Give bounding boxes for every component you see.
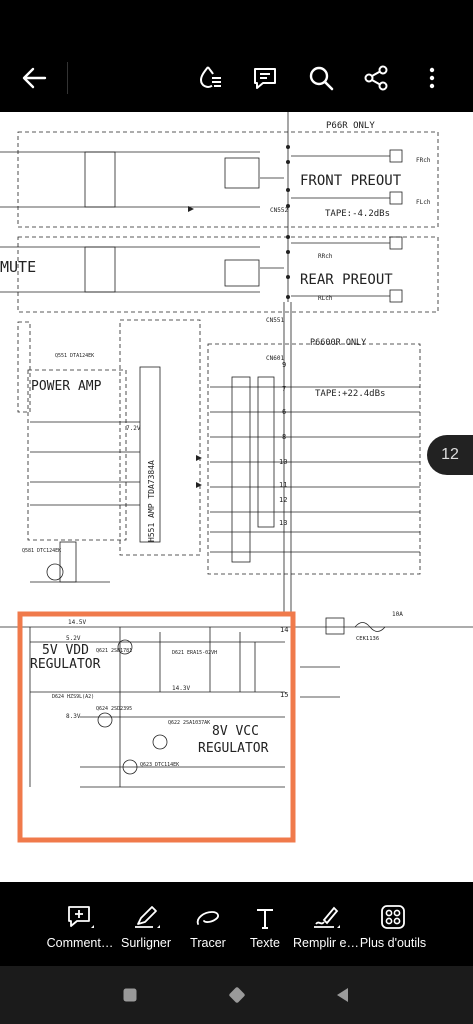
label-cn551: CN551 (266, 317, 284, 324)
top-toolbar (0, 44, 473, 112)
label-power-amp: POWER AMP (31, 379, 102, 394)
svg-text:10: 10 (279, 458, 287, 466)
toolbar-divider (67, 62, 68, 94)
label-q581: Q581 DTC124EK (22, 548, 61, 554)
label-q551: Q551 DTA124EK (55, 353, 94, 359)
svg-text:15: 15 (280, 691, 288, 699)
label-flch: FLch (416, 199, 431, 206)
tool-highlight[interactable]: Surligner (108, 900, 184, 960)
label-front-preout: FRONT PREOUT (300, 173, 402, 189)
schematic-drawing: P66R ONLY FRONT PREOUT TAPE:-4.2dBs MUTE… (0, 112, 473, 843)
label-fuse-10a: 10A (392, 611, 403, 618)
svg-text:8: 8 (282, 433, 286, 441)
label-5v-vdd: 5V VDD (42, 643, 89, 658)
label-q624: Q624 2SD2395 (96, 706, 132, 712)
home-icon[interactable] (217, 980, 257, 1010)
tool-label: Comment… (46, 936, 114, 950)
label-14-3v: 14.3V (172, 685, 190, 692)
svg-text:12: 12 (279, 496, 287, 504)
svg-text:13: 13 (279, 519, 287, 527)
label-cn601: CN601 (266, 355, 284, 362)
tool-text[interactable]: Texte (227, 900, 303, 960)
label-8v-regulator: REGULATOR (198, 741, 269, 756)
label-7-2v: 7.2V (126, 425, 141, 432)
pdf-page-view[interactable]: P66R ONLY FRONT PREOUT TAPE:-4.2dBs MUTE… (0, 112, 473, 882)
comment-add-icon (42, 900, 118, 930)
bottom-tool-bar: Comment… Surligner Tracer Texte Remplir … (0, 882, 473, 966)
label-amp-ic: H551 AMP TDA7384A (147, 460, 156, 542)
svg-text:6: 6 (282, 408, 286, 416)
tool-label: Tracer (190, 936, 226, 950)
label-rlch: RLch (318, 295, 333, 302)
label-rrch: RRch (318, 253, 333, 260)
label-cn552: CN552 (270, 207, 288, 214)
label-mute: MUTE (0, 258, 36, 276)
recents-icon[interactable] (110, 980, 150, 1010)
label-p6600r-only: P6600R ONLY (310, 338, 366, 348)
more-vert-icon[interactable] (410, 44, 454, 112)
search-icon[interactable] (299, 44, 343, 112)
tool-label: Plus d'outils (359, 936, 427, 950)
tool-label: Surligner (120, 936, 172, 950)
label-d621: D621 ERA15-02VH (172, 650, 217, 656)
more-tools-grid-icon (355, 900, 431, 930)
label-14-5v: 14.5V (68, 619, 86, 626)
label-q622: Q622 2SA1037AK (168, 720, 210, 726)
svg-text:11: 11 (279, 481, 287, 489)
tool-label: Remplir e… (293, 936, 359, 950)
tool-draw[interactable]: Tracer (170, 900, 246, 960)
label-tape-rear: TAPE:+22.4dBs (315, 389, 385, 399)
freehand-draw-icon (170, 900, 246, 930)
label-5-2v: 5.2V (66, 635, 81, 642)
tool-comment[interactable]: Comment… (42, 900, 118, 960)
reading-mode-icon[interactable] (188, 44, 232, 112)
text-icon (227, 900, 303, 930)
svg-text:14: 14 (280, 626, 288, 634)
status-bar (0, 0, 473, 44)
label-caution: CEK1136 (356, 636, 379, 642)
label-frch: FRch (416, 157, 431, 164)
svg-text:9: 9 (282, 361, 286, 369)
label-q621: Q621 2SD1781 (96, 648, 132, 654)
share-icon[interactable] (354, 44, 398, 112)
label-d624: D624 HZS9L(A2) (52, 694, 94, 700)
system-nav-bar (0, 966, 473, 1024)
label-tape-front: TAPE:-4.2dBs (325, 209, 390, 219)
comments-list-icon[interactable] (243, 44, 287, 112)
label-p66r-only: P66R ONLY (326, 121, 375, 131)
back-arrow-icon[interactable] (12, 44, 56, 112)
label-q623: Q623 DTC114EK (140, 762, 179, 768)
tool-fill-sign[interactable]: Remplir e… (288, 900, 364, 960)
fill-sign-icon (288, 900, 364, 930)
highlighter-icon (108, 900, 184, 930)
label-5v-regulator: REGULATOR (30, 657, 101, 672)
tool-label: Texte (250, 936, 280, 950)
label-rear-preout: REAR PREOUT (300, 272, 393, 288)
label-8-3v: 8.3V (66, 713, 81, 720)
label-8v-vcc: 8V VCC (212, 724, 259, 739)
back-icon[interactable] (322, 980, 362, 1010)
svg-text:7: 7 (282, 385, 286, 393)
tool-more[interactable]: Plus d'outils (355, 900, 431, 960)
highlight-annotation-box[interactable] (17, 611, 296, 843)
page-number-badge[interactable]: 12 (427, 435, 473, 475)
